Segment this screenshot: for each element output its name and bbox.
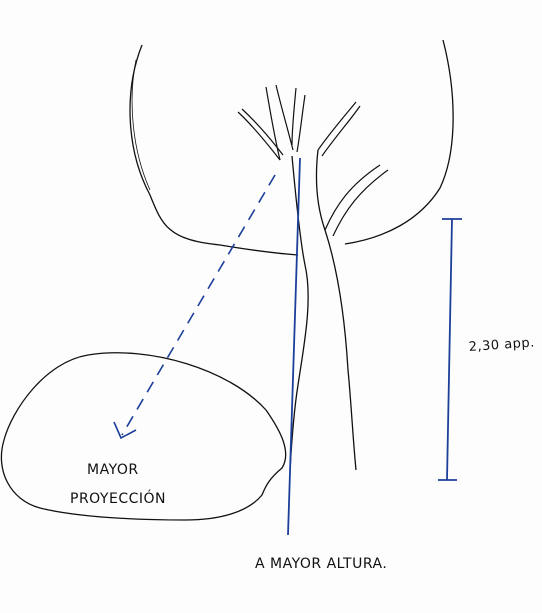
projection-label-line2: PROYECCIÓN	[70, 489, 166, 507]
altitude-line	[288, 158, 300, 535]
arrow-head	[114, 422, 136, 438]
tree-canopy-right	[345, 40, 453, 244]
height-measure-line	[447, 219, 452, 480]
tree-branch	[266, 85, 293, 160]
tree-trunk-right	[316, 150, 356, 470]
height-label: 2,30 app.	[468, 335, 535, 355]
projection-label-line1: MAYOR	[87, 462, 139, 478]
altitude-label: A MAYOR ALTURA.	[255, 556, 387, 572]
